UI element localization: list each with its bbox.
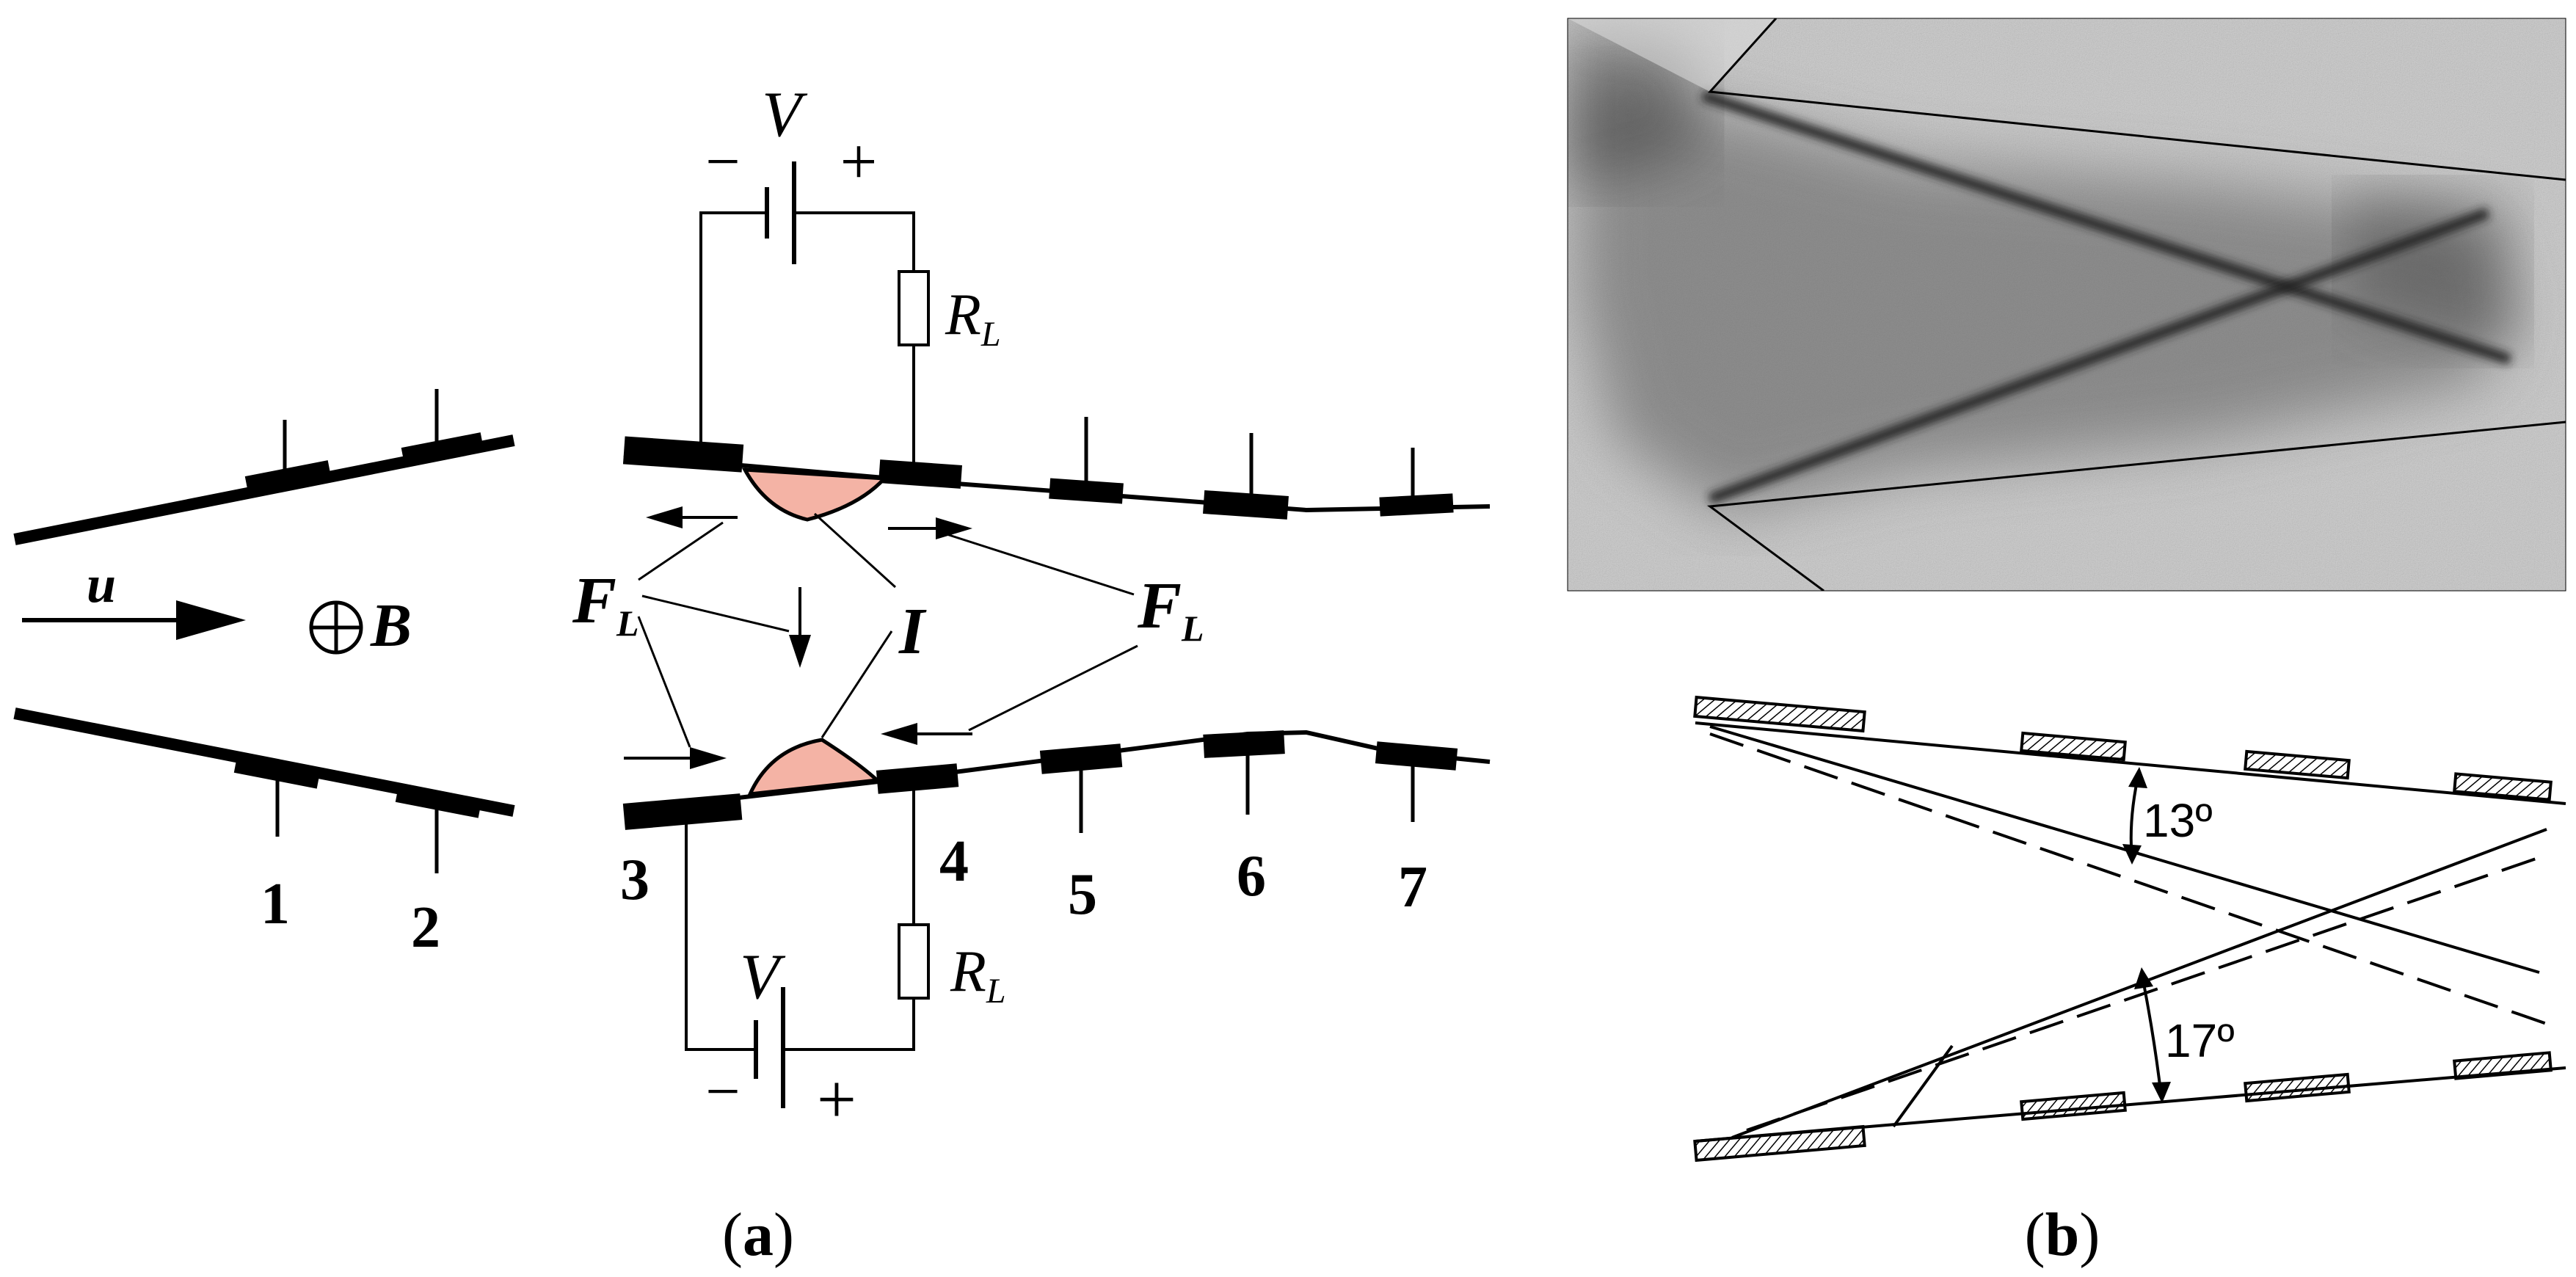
top-source-minus: − bbox=[705, 128, 740, 196]
panel-a-caption: (a) bbox=[722, 1201, 794, 1269]
channel-wall-top bbox=[622, 417, 1491, 520]
angle-marker-upper bbox=[2122, 767, 2147, 865]
magnetic-field-symbol-icon bbox=[309, 600, 363, 655]
electrode-label-6: 6 bbox=[1237, 844, 1266, 909]
velocity-label: u bbox=[87, 555, 116, 614]
shock-lines-solid bbox=[1709, 725, 2547, 1139]
force-label-right: FL bbox=[1137, 570, 1204, 649]
photograph bbox=[1568, 18, 2566, 591]
angle-label-lower: 17º bbox=[2165, 1014, 2235, 1067]
bottom-circuit bbox=[685, 782, 930, 1108]
force-left-main: F bbox=[572, 564, 616, 637]
panel-a-caption-close: ) bbox=[774, 1201, 794, 1269]
inlet-rail-bottom bbox=[13, 707, 515, 873]
photograph-frame bbox=[1567, 18, 2566, 592]
leader-lines bbox=[637, 512, 1138, 748]
force-arrows bbox=[624, 506, 972, 769]
force-right-sub: L bbox=[1181, 608, 1204, 649]
top-source-plus: + bbox=[840, 125, 878, 198]
electrode-label-2: 2 bbox=[411, 895, 440, 960]
schematic-electrodes-top bbox=[1693, 695, 2553, 801]
top-resistor-label: RL bbox=[945, 283, 1001, 354]
bottom-source-plus: + bbox=[817, 1060, 856, 1138]
magnetic-field-label: B bbox=[370, 592, 412, 660]
bottom-source-minus: − bbox=[705, 1058, 740, 1126]
panel-a-caption-open: ( bbox=[722, 1201, 743, 1269]
electrode-label-5: 5 bbox=[1068, 862, 1097, 927]
discharge-arc-top bbox=[741, 467, 889, 522]
bottom-source-label: V bbox=[740, 942, 786, 1013]
top-source-label: V bbox=[762, 79, 808, 150]
top-resistor-sub: L bbox=[980, 315, 1001, 354]
force-left-sub: L bbox=[616, 603, 639, 644]
schematic-electrodes-bottom bbox=[1693, 1051, 2553, 1163]
panel-a: 1 2 u B bbox=[13, 79, 1491, 1269]
panel-b-caption-close: ) bbox=[2079, 1201, 2100, 1269]
shock-lines-dashed bbox=[1709, 732, 2547, 1132]
panel-a-caption-letter: a bbox=[743, 1201, 774, 1269]
bottom-resistor-main: R bbox=[950, 939, 986, 1004]
velocity-arrow bbox=[22, 600, 246, 640]
angle-label-upper: 13º bbox=[2143, 794, 2213, 847]
electrode-label-1: 1 bbox=[261, 872, 290, 936]
panel-b-caption: (b) bbox=[2025, 1201, 2100, 1269]
discharge-arc-bottom bbox=[746, 738, 881, 796]
current-label: I bbox=[898, 595, 927, 668]
panel-b-caption-letter: b bbox=[2045, 1201, 2080, 1269]
electrode-label-4: 4 bbox=[939, 829, 969, 894]
panel-b: 13º 17º (b) bbox=[1567, 18, 2566, 1269]
bottom-resistor-sub: L bbox=[986, 972, 1006, 1011]
inlet-rail-top bbox=[13, 389, 515, 545]
electrode-label-3: 3 bbox=[620, 848, 650, 912]
force-right-main: F bbox=[1137, 570, 1182, 642]
top-resistor-main: R bbox=[945, 283, 981, 347]
angle-marker-lower bbox=[2134, 967, 2171, 1103]
electrode-label-7: 7 bbox=[1398, 855, 1427, 920]
channel-wall-bottom bbox=[622, 730, 1491, 833]
force-label-left: FL bbox=[572, 564, 639, 644]
top-circuit bbox=[699, 161, 930, 470]
panel-b-caption-open: ( bbox=[2025, 1201, 2045, 1269]
bottom-resistor-label: RL bbox=[950, 939, 1006, 1011]
